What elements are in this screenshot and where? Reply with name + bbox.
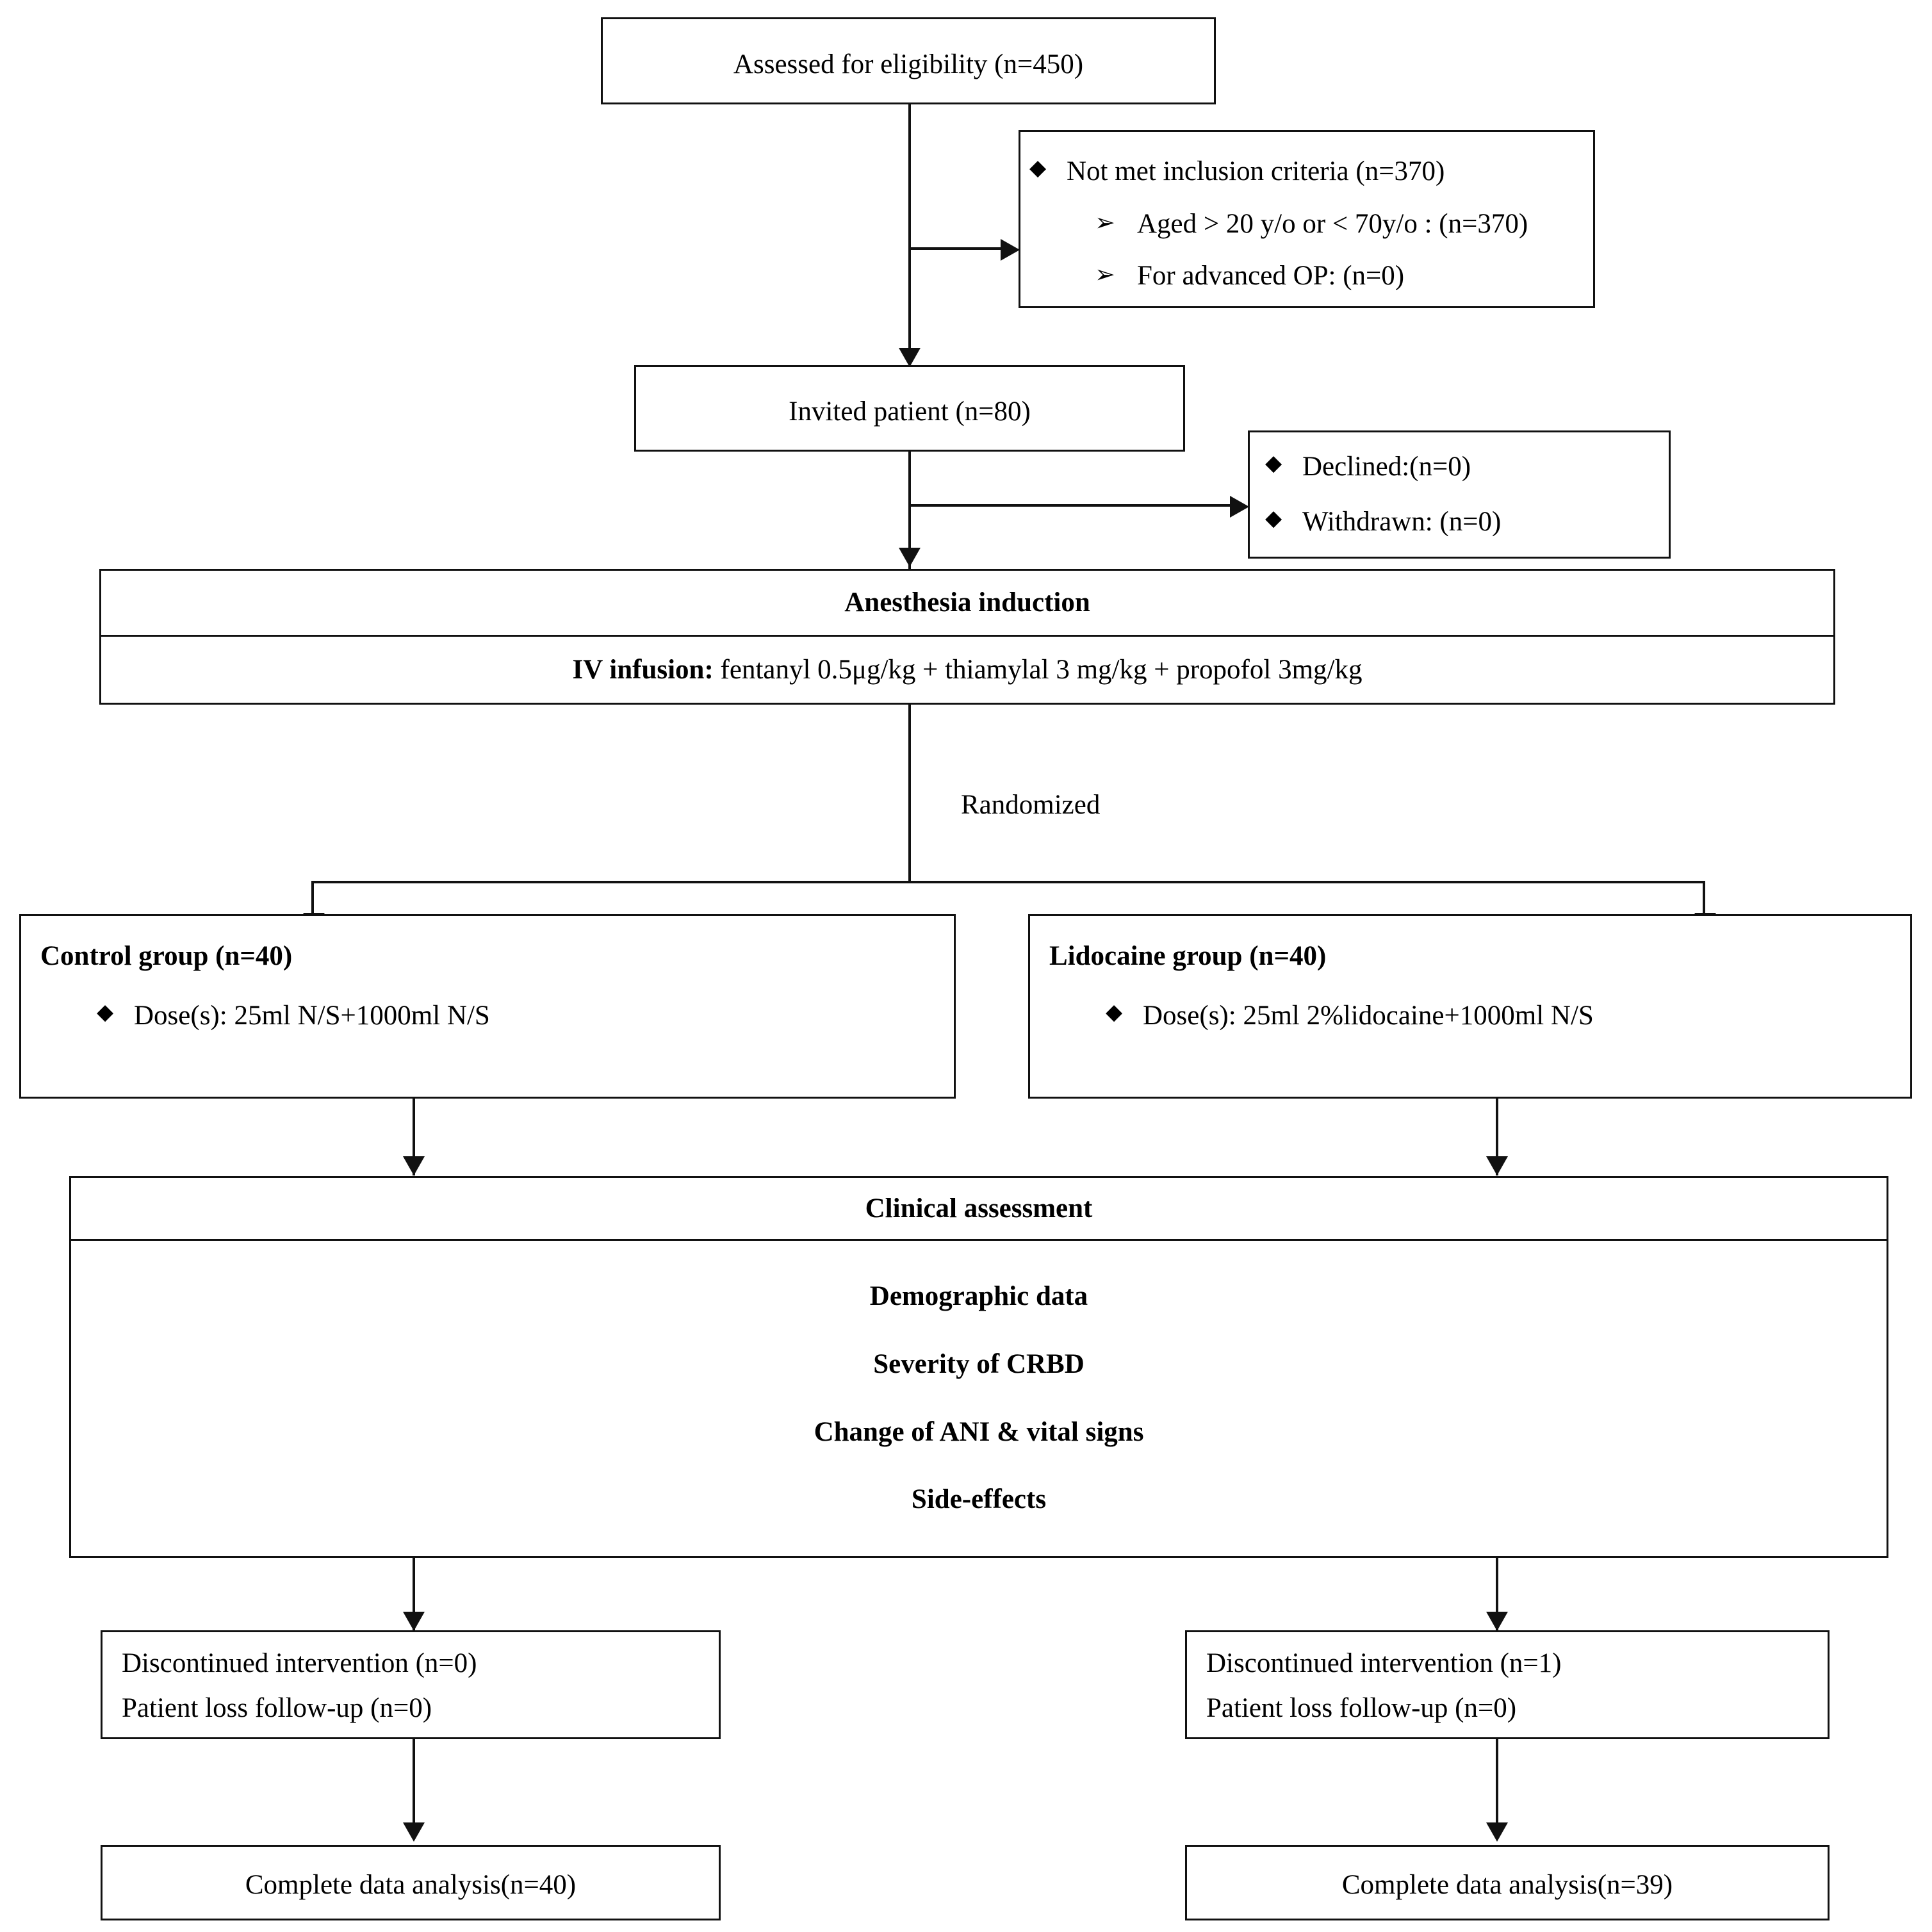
node-lidocaine-complete-analysis: Complete data analysis(n=39) <box>1185 1845 1830 1920</box>
node-lidocaine-dropout: Discontinued intervention (n=1) Patient … <box>1185 1630 1830 1739</box>
list-item: Not met inclusion criteria (n=370) <box>1029 155 1587 188</box>
node-control-dropout: Discontinued intervention (n=0) Patient … <box>101 1630 721 1739</box>
connector-lidocaine-to-assessment <box>1496 1099 1498 1175</box>
node-anesthesia-induction: Anesthesia induction IV infusion: fentan… <box>99 569 1835 705</box>
list-item: Dose(s): 25ml 2%lidocaine+1000ml N/S <box>1106 999 1594 1033</box>
connector-assessment-to-lidocaine-dropout <box>1496 1558 1498 1631</box>
node-clinical-assessment: Clinical assessment Demographic data Sev… <box>69 1176 1888 1558</box>
arrowhead-control-dropout-to-analysis <box>403 1822 425 1842</box>
list-item: Withdrawn: (n=0) <box>1265 505 1501 539</box>
randomized-label: Randomized <box>961 790 1101 820</box>
declined-list: Declined:(n=0) Withdrawn: (n=0) <box>1265 450 1501 539</box>
arrowhead-lidocaine-to-assessment <box>1486 1156 1508 1175</box>
connector-control-dropout-to-analysis <box>413 1739 415 1838</box>
clinical-assessment-body-row: Demographic data Severity of CRBD Change… <box>69 1239 1888 1556</box>
lidocaine-dropout-line: Discontinued intervention (n=1) <box>1206 1648 1562 1678</box>
control-dropout-line: Patient loss follow-up (n=0) <box>122 1693 432 1723</box>
anesthesia-body: IV infusion: fentanyl 0.5μg/kg + thiamyl… <box>573 653 1363 687</box>
anesthesia-header-row: Anesthesia induction <box>101 571 1833 635</box>
randomization-split-bar <box>311 881 1705 883</box>
anesthesia-header: Anesthesia induction <box>844 587 1090 618</box>
connector-invited-to-anesthesia <box>908 452 911 570</box>
connector-assessment-to-control-dropout <box>413 1558 415 1631</box>
exclusion-list: Not met inclusion criteria (n=370) Aged … <box>1029 155 1587 293</box>
lidocaine-group-title: Lidocaine group (n=40) <box>1049 941 1327 971</box>
control-analysis-label: Complete data analysis(n=40) <box>245 1870 577 1900</box>
assessment-item: Side-effects <box>911 1484 1047 1515</box>
arrowhead-to-invited <box>899 348 921 367</box>
iv-infusion-detail: fentanyl 0.5μg/kg + thiamylal 3 mg/kg + … <box>720 654 1363 685</box>
iv-infusion-label: IV infusion: <box>572 654 714 685</box>
clinical-assessment-header: Clinical assessment <box>865 1193 1093 1224</box>
arrowhead-to-declined <box>1230 496 1249 518</box>
lidocaine-analysis-label: Complete data analysis(n=39) <box>1341 1870 1673 1900</box>
arrowhead-to-excluded <box>1001 239 1020 261</box>
lidocaine-group-list: Dose(s): 25ml 2%lidocaine+1000ml N/S <box>1092 999 1594 1033</box>
connector-assessed-to-excluded <box>908 247 1006 250</box>
control-dropout-line: Discontinued intervention (n=0) <box>122 1648 477 1678</box>
node-invited-patient: Invited patient (n=80) <box>634 365 1185 452</box>
arrowhead-lidocaine-dropout-to-analysis <box>1486 1822 1508 1842</box>
arrowhead-assessment-to-control-dropout <box>403 1612 425 1631</box>
connector-anesthesia-to-randomization <box>908 705 911 882</box>
anesthesia-body-row: IV infusion: fentanyl 0.5μg/kg + thiamyl… <box>99 635 1835 703</box>
connector-control-to-assessment <box>413 1099 415 1175</box>
list-item: Declined:(n=0) <box>1265 450 1501 484</box>
node-control-complete-analysis: Complete data analysis(n=40) <box>101 1845 721 1920</box>
list-item: Dose(s): 25ml N/S+1000ml N/S <box>97 999 490 1033</box>
node-exclusion-reasons: Not met inclusion criteria (n=370) Aged … <box>1019 130 1595 308</box>
connector-split-right <box>1703 881 1705 933</box>
assessment-item: Change of ANI & vital signs <box>814 1416 1144 1447</box>
clinical-assessment-header-row: Clinical assessment <box>71 1178 1887 1239</box>
arrowhead-assessment-to-lidocaine-dropout <box>1486 1612 1508 1631</box>
node-assessed-for-eligibility: Assessed for eligibility (n=450) <box>601 17 1216 104</box>
connector-assessed-to-invited <box>908 104 911 351</box>
assessment-item: Demographic data <box>869 1281 1088 1311</box>
control-group-title: Control group (n=40) <box>40 941 293 971</box>
arrowhead-to-anesthesia <box>899 548 921 567</box>
node-lidocaine-group: Lidocaine group (n=40) Dose(s): 25ml 2%l… <box>1028 914 1912 1099</box>
lidocaine-dropout-line: Patient loss follow-up (n=0) <box>1206 1693 1517 1723</box>
connector-lidocaine-dropout-to-analysis <box>1496 1739 1498 1838</box>
assessed-label: Assessed for eligibility (n=450) <box>733 49 1084 79</box>
node-declined-withdrawn: Declined:(n=0) Withdrawn: (n=0) <box>1248 430 1671 559</box>
node-control-group: Control group (n=40) Dose(s): 25ml N/S+1… <box>19 914 956 1099</box>
list-item: For advanced OP: (n=0) <box>1095 259 1587 293</box>
list-item: Aged > 20 y/o or < 70y/o : (n=370) <box>1095 208 1587 241</box>
control-group-list: Dose(s): 25ml N/S+1000ml N/S <box>83 999 490 1033</box>
connector-split-left <box>311 881 314 933</box>
connector-invited-to-declined <box>908 504 1235 507</box>
invited-label: Invited patient (n=80) <box>789 397 1031 427</box>
assessment-item: Severity of CRBD <box>873 1348 1085 1379</box>
arrowhead-control-to-assessment <box>403 1156 425 1175</box>
